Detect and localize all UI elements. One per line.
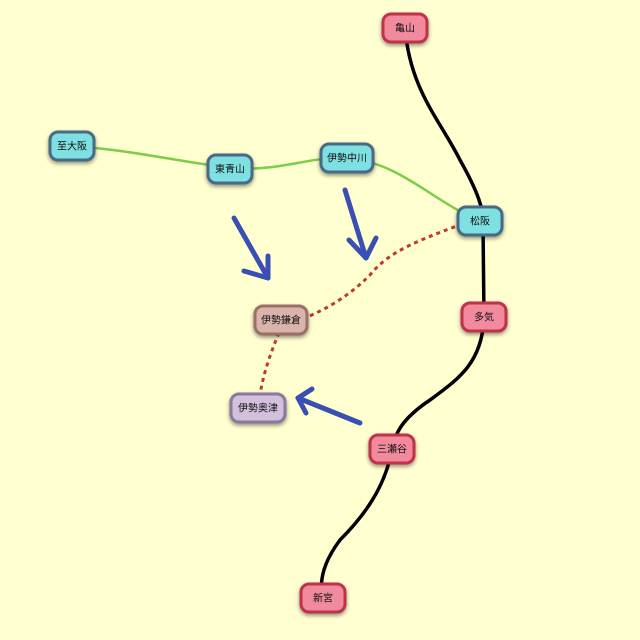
dotted-line-matsusaka-ise-okitsu (256, 219, 471, 409)
station-shiosaka[interactable]: 至大阪 (48, 130, 96, 162)
station-misedani[interactable]: 三瀬谷 (368, 433, 416, 465)
green-line-osaka-matsusaka (70, 144, 482, 223)
station-label: 多気 (474, 311, 494, 324)
station-label: 東青山 (215, 163, 245, 176)
station-shingu[interactable]: 新宮 (299, 582, 347, 614)
station-ise-nakagawa[interactable]: 伊勢中川 (319, 142, 375, 174)
station-label: 新宮 (313, 592, 333, 605)
station-ise-kamakura[interactable]: 伊勢鎌倉 (253, 304, 309, 336)
station-ise-okitsu[interactable]: 伊勢奥津 (229, 392, 287, 424)
station-label: 伊勢奥津 (238, 402, 278, 415)
arrow-to-ise-kamakura-2 (342, 187, 379, 261)
station-kameyama[interactable]: 亀山 (381, 12, 429, 44)
station-label: 伊勢中川 (327, 152, 367, 165)
station-label: 三瀬谷 (377, 444, 407, 456)
station-label: 松阪 (470, 215, 490, 228)
station-label: 亀山 (395, 22, 415, 35)
station-matsusaka[interactable]: 松阪 (456, 205, 504, 237)
station-taki[interactable]: 多気 (460, 301, 508, 333)
station-label: 伊勢鎌倉 (261, 314, 301, 327)
station-higashi-aoyama[interactable]: 東青山 (206, 153, 254, 185)
black-line-kameyama-shingu (319, 26, 486, 601)
arrow-to-ise-okitsu (295, 386, 363, 426)
station-label: 至大阪 (57, 140, 87, 153)
arrow-to-ise-kamakura (231, 215, 271, 281)
